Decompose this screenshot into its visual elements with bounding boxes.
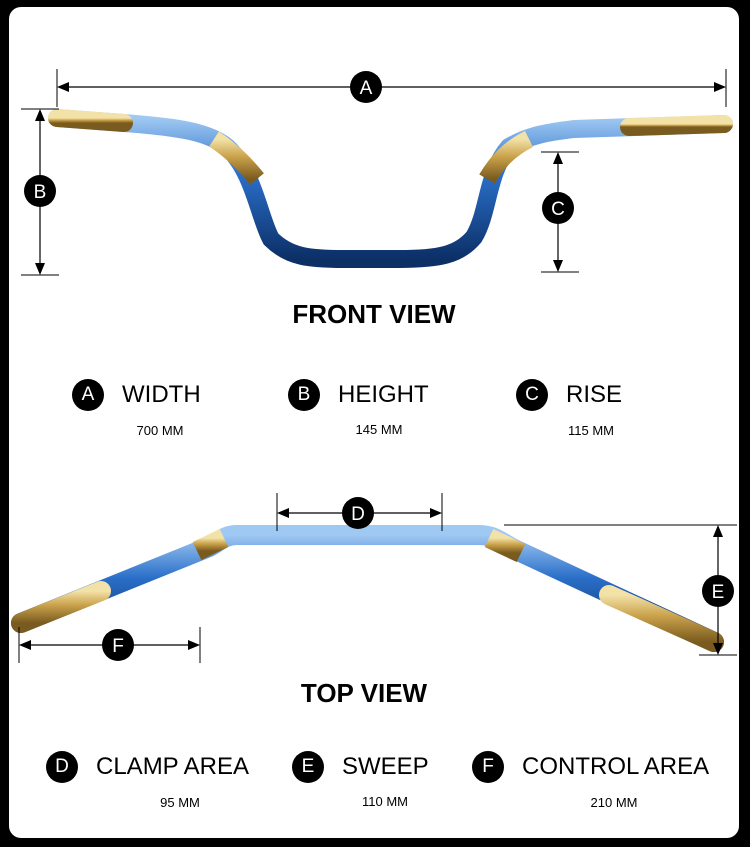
- badge-a: A: [72, 379, 104, 411]
- spec-sweep: E SWEEP: [292, 751, 429, 783]
- clamp-area-dimension: D: [276, 493, 443, 531]
- top-view-title: TOP VIEW: [300, 678, 428, 708]
- marker-d-label: D: [351, 504, 365, 525]
- spec-clamp-area: D CLAMP AREA: [46, 751, 249, 783]
- handlebar-diagram: A B C: [11, 69, 737, 663]
- spec-width-label: WIDTH: [122, 381, 201, 408]
- front-view-title: FRONT VIEW: [292, 299, 456, 329]
- spec-rise-value: 115 MM: [568, 423, 614, 438]
- spec-width: A WIDTH: [72, 379, 201, 411]
- front-view-handlebar: [48, 109, 733, 268]
- top-view-handlebar: [11, 525, 724, 652]
- marker-f-label: F: [112, 636, 124, 657]
- spec-control-area: F CONTROL AREA: [472, 751, 709, 783]
- spec-clamp-area-value: 95 MM: [160, 795, 200, 810]
- sweep-dimension: E: [504, 524, 737, 656]
- control-area-dimension: F: [18, 627, 201, 663]
- width-dimension: A: [56, 69, 727, 107]
- spec-height-value: 145 MM: [355, 422, 403, 437]
- spec-clamp-area-label: CLAMP AREA: [96, 753, 249, 780]
- marker-e-label: E: [712, 582, 725, 603]
- badge-e: E: [292, 751, 324, 783]
- spec-sweep-value: 110 MM: [362, 794, 408, 809]
- spec-rise-label: RISE: [566, 381, 623, 408]
- marker-c-label: C: [551, 199, 565, 220]
- spec-control-area-label: CONTROL AREA: [522, 753, 710, 780]
- badge-b: B: [288, 379, 320, 411]
- marker-b-label: B: [34, 182, 47, 203]
- spec-rise: C RISE: [516, 379, 622, 411]
- spec-control-area-value: 210 MM: [590, 795, 638, 810]
- badge-c: C: [516, 379, 548, 411]
- rise-dimension: C: [541, 151, 579, 273]
- spec-height: B HEIGHT: [288, 379, 429, 411]
- badge-f: F: [472, 751, 504, 783]
- height-dimension: B: [21, 108, 59, 276]
- spec-width-value: 700 MM: [136, 423, 184, 438]
- spec-sweep-label: SWEEP: [342, 753, 429, 780]
- marker-a-label: A: [360, 78, 373, 99]
- spec-height-label: HEIGHT: [338, 381, 429, 408]
- badge-d: D: [46, 751, 78, 783]
- spec-card: A B C: [9, 7, 739, 838]
